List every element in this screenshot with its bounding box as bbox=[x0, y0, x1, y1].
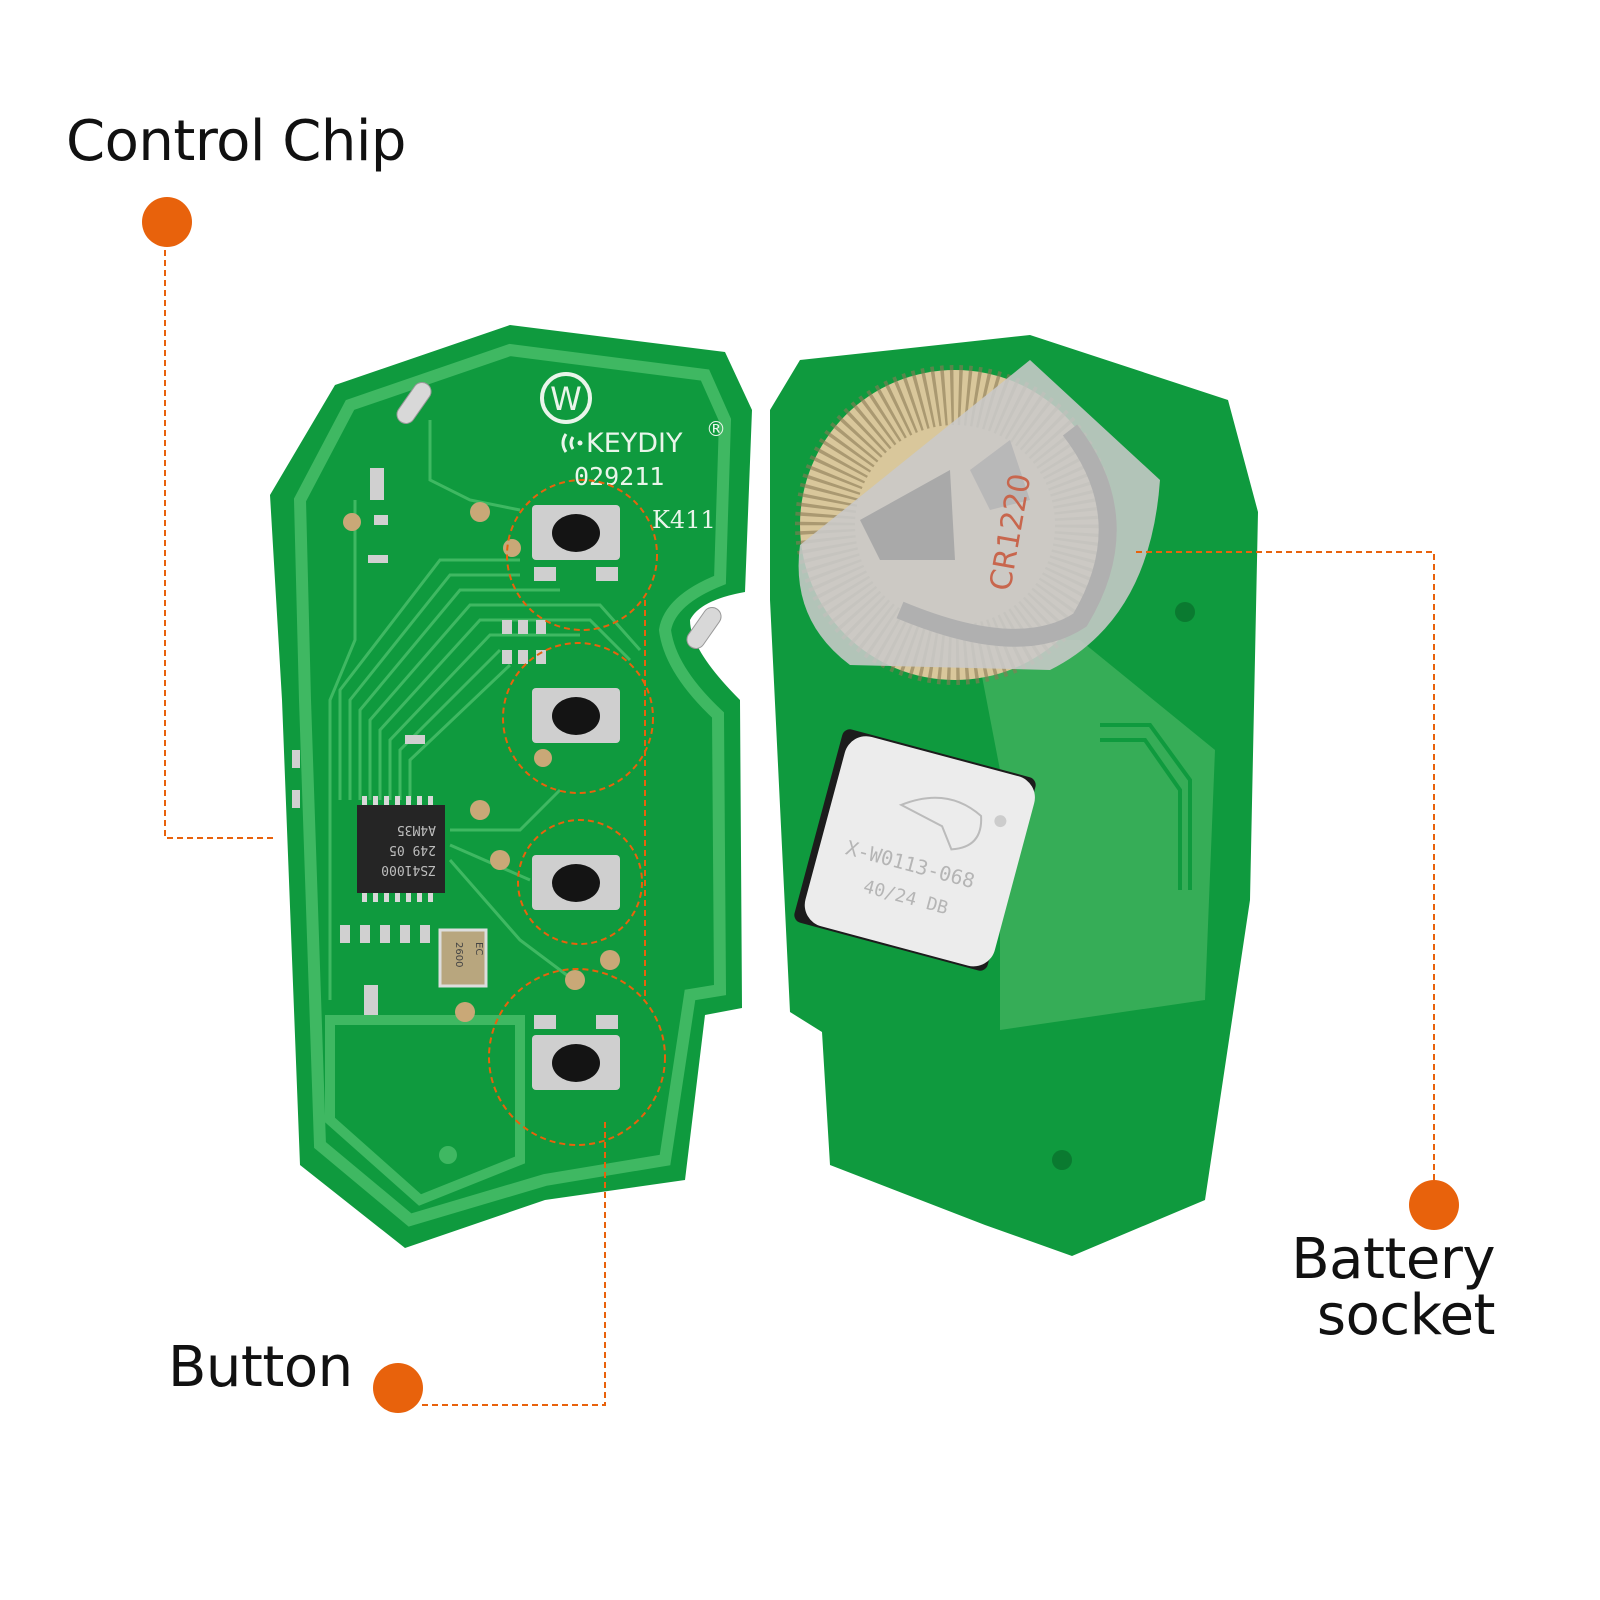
brand-signal-icon bbox=[561, 433, 583, 453]
logo-letter: W bbox=[550, 380, 582, 418]
tactile-buttons bbox=[532, 505, 620, 1090]
button-marker bbox=[373, 1363, 423, 1413]
rf-module: X-W0113-068 40/24 DB bbox=[794, 729, 1036, 971]
battery-socket-marker bbox=[1409, 1180, 1459, 1230]
crystal-text: 2600 bbox=[453, 942, 464, 967]
battery-socket: CR1220 bbox=[795, 360, 1160, 685]
registered-mark: ® bbox=[706, 417, 726, 441]
crystal-text: EC bbox=[473, 942, 484, 955]
pcb-back: CR1220 X-W0113-068 40/24 DB bbox=[770, 335, 1258, 1256]
pcb-front: W KEYDIY ® 029211 K411 bbox=[270, 325, 752, 1248]
control-chip-marker bbox=[142, 197, 192, 247]
serial-number: 029211 bbox=[574, 462, 664, 491]
brand-text: KEYDIY bbox=[586, 428, 683, 459]
control-chip-label: Control Chip bbox=[66, 109, 406, 174]
control-chip: ZS41000 249 05 A4M35 bbox=[357, 796, 445, 902]
battery-socket-label: Battery socket bbox=[1291, 1232, 1495, 1344]
chip-text-line: A4M35 bbox=[397, 822, 436, 837]
battery-label-line1: Battery bbox=[1291, 1227, 1495, 1292]
battery-label-line2: socket bbox=[1316, 1283, 1496, 1348]
callout-lines bbox=[164, 250, 1435, 1406]
chip-text-line: ZS41000 bbox=[381, 862, 436, 877]
button-label: Button bbox=[168, 1335, 353, 1400]
model-number: K411 bbox=[652, 506, 716, 534]
chip-text-line: 249 05 bbox=[389, 842, 436, 857]
